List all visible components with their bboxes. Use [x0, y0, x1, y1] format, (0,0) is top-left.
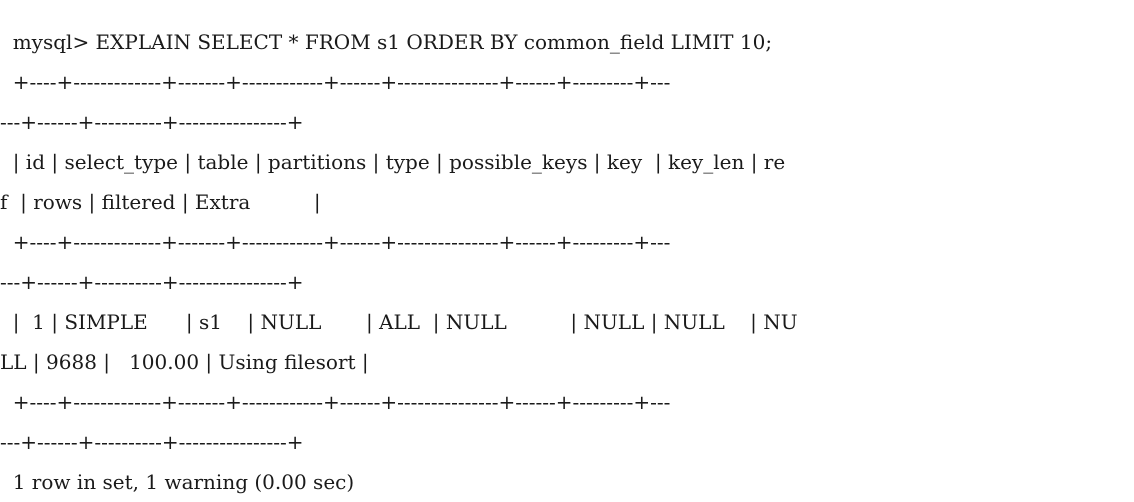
command-line: mysql> EXPLAIN SELECT * FROM s1 ORDER BY…	[0, 30, 773, 54]
table-header-row: | id | select_type | table | partitions …	[0, 150, 786, 174]
result-summary: 1 row in set, 1 warning (0.00 sec)	[0, 470, 355, 494]
table-border-top: +----+-------------+-------+------------…	[0, 70, 671, 94]
table-border-bottom: +----+-------------+-------+------------…	[0, 390, 671, 414]
terminal-output: mysql> EXPLAIN SELECT * FROM s1 ORDER BY…	[0, 22, 1134, 502]
table-row: | 1 | SIMPLE | s1 | NULL | ALL | NULL | …	[0, 310, 798, 334]
table-border-mid: +----+-------------+-------+------------…	[0, 230, 671, 254]
table-border-mid-wrap: ---+------+----------+----------------+	[0, 270, 304, 294]
table-border-top-wrap: ---+------+----------+----------------+	[0, 110, 304, 134]
table-header-row-wrap: f | rows | filtered | Extra |	[0, 190, 321, 214]
explain-result-table: +----+-------------+-------+------------…	[0, 62, 1134, 462]
table-row-wrap: LL | 9688 | 100.00 | Using filesort |	[0, 350, 369, 374]
table-border-bottom-wrap: ---+------+----------+----------------+	[0, 430, 304, 454]
